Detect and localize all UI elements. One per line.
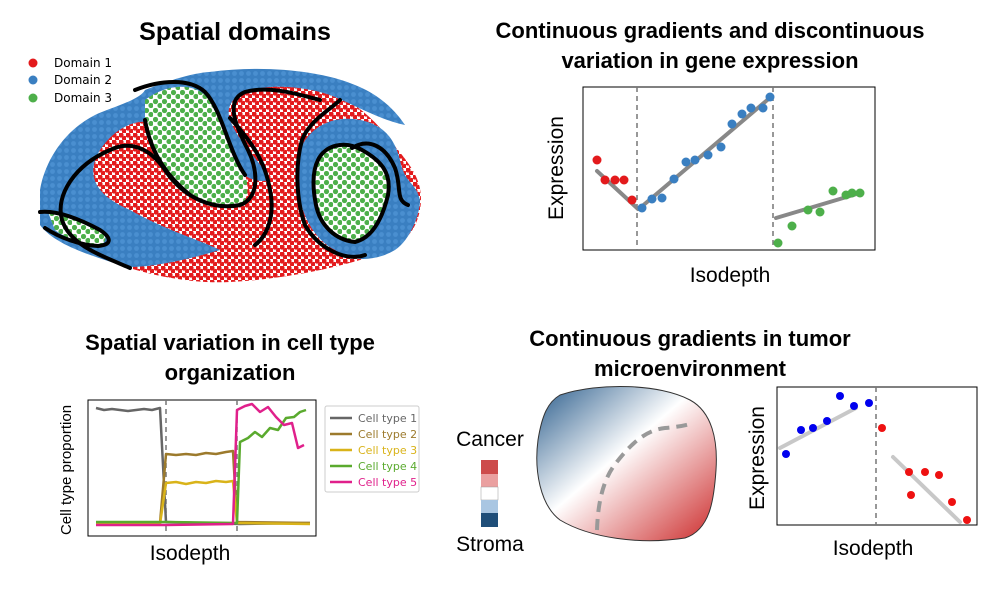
legend-label-cell-type-1: Cell type 1 [358, 412, 417, 425]
legend-label-domain-1: Domain 1 [54, 56, 112, 70]
x-axis-label: Isodepth [150, 542, 231, 565]
fit-line [891, 455, 962, 524]
gene-expression-title-line1: Continuous gradients and discontinuous [495, 18, 925, 43]
legend-label-cell-type-5: Cell type 5 [358, 476, 417, 489]
y-axis-label: Expression [746, 406, 769, 510]
colorbar-cell [480, 486, 499, 501]
legend-marker-domain-2 [28, 75, 38, 85]
domain-boundary [350, 141, 410, 207]
colorbar-cell [481, 500, 498, 513]
domain-2-region-b [204, 68, 405, 181]
data-point [797, 426, 805, 434]
tumor-title-line2: microenvironment [594, 356, 786, 381]
data-point [823, 417, 831, 425]
cell-type-title-line2: organization [164, 360, 296, 385]
data-point [657, 193, 667, 203]
domain-boundary [295, 98, 367, 259]
data-point [787, 221, 797, 231]
y-axis-label: Expression [545, 116, 568, 220]
colorbar-bottom-label: Stroma [456, 533, 524, 556]
data-point [669, 174, 679, 184]
domain-boundary [133, 80, 247, 177]
plot-frame [582, 86, 876, 251]
data-point [727, 119, 737, 129]
legend-label-domain-2: Domain 2 [54, 73, 112, 87]
legend-marker-domain-1 [28, 58, 38, 68]
domain-legend: Domain 1 Domain 2 Domain 3 [28, 56, 112, 105]
data-point [836, 392, 844, 400]
data-point [647, 194, 657, 204]
colorbar-cell [481, 513, 498, 527]
colorbar-cell [481, 460, 498, 474]
data-point [690, 155, 700, 165]
data-point [765, 92, 775, 102]
legend-label-domain-3: Domain 3 [54, 91, 112, 105]
legend-label-cell-type-3: Cell type 3 [358, 444, 417, 457]
data-point [803, 205, 813, 215]
colorbar-top-label: Cancer [456, 428, 524, 451]
plot-frame [776, 386, 978, 526]
data-point [746, 103, 756, 113]
tumor-shape [536, 385, 717, 542]
data-point [619, 175, 629, 185]
data-point [828, 186, 838, 196]
data-point [905, 468, 913, 476]
data-point [637, 203, 647, 213]
data-point [855, 188, 865, 198]
data-point [681, 157, 691, 167]
data-point [907, 491, 915, 499]
data-point [737, 109, 747, 119]
colorbar [480, 460, 499, 527]
domain-3-region-b [313, 144, 389, 241]
data-point [716, 142, 726, 152]
gene-expression-title-line2: variation in gene expression [561, 48, 859, 73]
domain-boundary [311, 142, 391, 244]
data-point [963, 516, 971, 524]
data-point [809, 424, 817, 432]
legend-label-cell-type-4: Cell type 4 [358, 460, 417, 473]
data-point [773, 238, 783, 248]
x-axis-label: Isodepth [690, 264, 771, 287]
data-point [592, 155, 602, 165]
spatial-domains-title: Spatial domains [139, 18, 331, 46]
cell-type-title-line1: Spatial variation in cell type [85, 330, 375, 355]
data-point [600, 175, 610, 185]
data-point [865, 399, 873, 407]
domain-boundary [143, 118, 192, 197]
series-line-cell-type-5 [96, 402, 305, 527]
data-point [610, 175, 620, 185]
legend-label-cell-type-2: Cell type 2 [358, 428, 417, 441]
data-point [782, 450, 790, 458]
data-point [850, 402, 858, 410]
series-line-cell-type-4 [96, 408, 307, 525]
tumor-title-line1: Continuous gradients in tumor [529, 326, 851, 351]
data-point [703, 150, 713, 160]
plot-frame [87, 399, 317, 537]
data-point [878, 424, 886, 432]
data-point [935, 471, 943, 479]
data-point [815, 207, 825, 217]
domain-boundary [228, 116, 274, 247]
data-point [921, 468, 929, 476]
colorbar-cell [481, 474, 498, 487]
tumor-boundary [595, 421, 694, 531]
domain-boundary [38, 209, 111, 248]
fit-line [778, 406, 858, 450]
data-point [758, 103, 768, 113]
legend-box [324, 405, 420, 493]
series-line-cell-type-2 [96, 449, 311, 525]
x-axis-label: Isodepth [833, 537, 914, 560]
cell-type-legend: Cell type 1 Cell type 2 Cell type 3 Cell… [324, 405, 420, 493]
data-point [627, 195, 637, 205]
y-axis-label: Cell type proportion [58, 405, 75, 535]
data-point [847, 188, 857, 198]
legend-marker-domain-3 [28, 93, 38, 103]
data-point [948, 498, 956, 506]
